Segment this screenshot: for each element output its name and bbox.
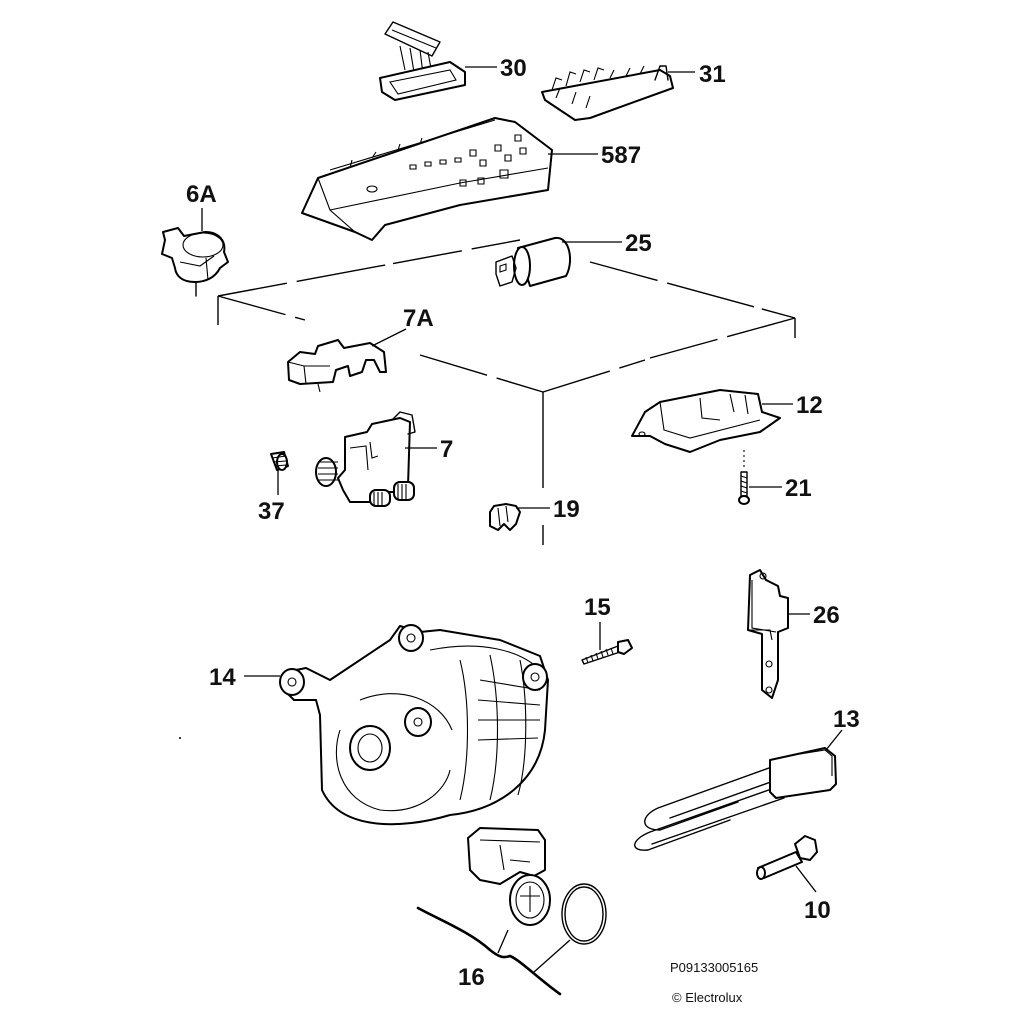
part-16-drain-pump[interactable]: 16 [416,827,607,996]
callout-14: 14 [209,664,236,691]
callout-7A: 7A [403,305,434,332]
reference-code: P09133005165 [670,960,759,975]
callout-30: 30 [500,55,527,82]
part-19-cable-clip[interactable]: 19 [489,496,580,531]
callout-12: 12 [796,392,823,419]
part-25-suppressor[interactable]: 25 [495,230,652,287]
part-7A-valve-bracket[interactable]: 7A [287,305,434,393]
callout-6A: 6A [186,181,217,208]
part-10-ntc-sensor[interactable]: 10 [756,835,831,924]
part-14-motor[interactable]: 14 [209,624,549,826]
callout-21: 21 [785,475,812,502]
callout-7: 7 [440,436,453,463]
callout-25: 25 [625,230,652,257]
part-37-inlet-filter[interactable]: 37 [258,451,289,525]
callout-13: 13 [833,706,860,733]
copyright-notice: © Electrolux [672,990,743,1005]
part-13-heating-element[interactable]: 13 [634,706,860,851]
part-26-sensor-bracket[interactable]: 26 [747,569,840,699]
callout-16: 16 [458,964,485,991]
part-587-control-board[interactable]: 587 [301,117,641,241]
callout-31: 31 [699,61,726,88]
part-30-display-module[interactable]: 30 [379,21,527,101]
callout-587: 587 [601,142,641,169]
part-15-motor-screw[interactable]: 15 [581,594,633,665]
part-12-door-interlock[interactable]: 12 [631,389,823,453]
callout-37: 37 [258,498,285,525]
stray-dot [179,737,181,739]
callout-19: 19 [553,496,580,523]
cabinet-frame [217,239,796,545]
callout-10: 10 [804,897,831,924]
callout-15: 15 [584,594,611,621]
part-31-keyboard[interactable]: 31 [541,61,726,121]
part-21-screw[interactable]: 21 [738,450,812,505]
part-6A-pressure-switch[interactable]: 6A [161,181,229,297]
callout-26: 26 [813,602,840,629]
part-7-inlet-valve[interactable]: 7 [315,411,453,507]
